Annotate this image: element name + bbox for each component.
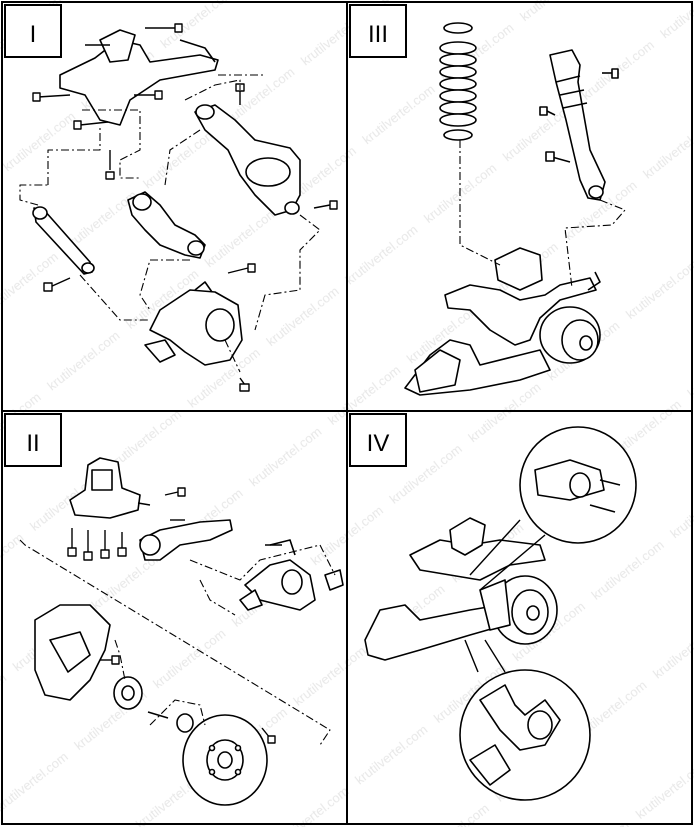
detail-callout-lower [459, 639, 591, 801]
svg-text:III: III [368, 21, 388, 48]
panel-I-drawing [19, 23, 338, 392]
panel-label-IV: IV [349, 413, 407, 467]
svg-text:I: I [30, 21, 37, 48]
panel-III-drawing [404, 22, 626, 396]
assembly-guides-III [459, 140, 626, 289]
assembly-guides-II [19, 539, 336, 746]
svg-text:II: II [26, 430, 39, 457]
brake-disc [182, 714, 268, 806]
panel-IV-drawing [364, 426, 637, 801]
bolt-set-II [67, 487, 282, 744]
upper-link-II [139, 519, 233, 561]
coil-spring [439, 22, 477, 141]
panel-II-drawing [19, 457, 344, 806]
bolt-set-I [32, 23, 338, 392]
wheel-hub [113, 676, 194, 733]
detail-callout-upper [469, 426, 637, 591]
assembled-axle [364, 517, 558, 661]
shock-absorber [539, 49, 619, 201]
subframe-assembly-III [404, 247, 601, 396]
brake-backing-plate [34, 604, 111, 701]
panel-label-III: III [349, 4, 407, 58]
panel-label-II: II [4, 413, 62, 467]
svg-text:IV: IV [367, 430, 390, 457]
panel-label-I: I [4, 4, 62, 58]
assembly-guides-I [19, 74, 321, 373]
